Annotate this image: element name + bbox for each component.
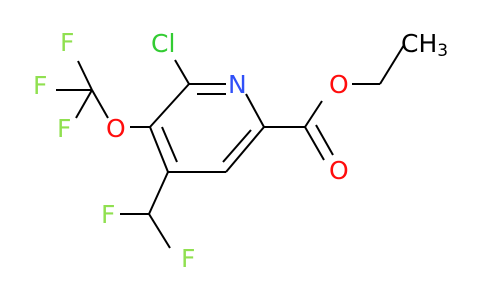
bond-cf3-f3	[75, 89, 93, 119]
methyl-label-main: CH	[401, 29, 437, 58]
bond-cf3-f1	[77, 60, 93, 91]
bond-c4-c3-inner	[161, 126, 178, 163]
fluorine-label-3: F	[57, 114, 71, 143]
fluorine-label-4: F	[101, 200, 115, 229]
oxygen-ester-label: O	[329, 70, 349, 99]
chlorine-label: Cl	[151, 29, 175, 58]
bond-c2-cl	[174, 59, 190, 85]
bond-carbonyl-o-double	[304, 126, 325, 161]
bond-c6-c5	[225, 126, 265, 173]
fluorine-label-2: F	[33, 71, 47, 100]
bond-c4-chf2	[148, 171, 169, 215]
bond-ch2-ch3	[379, 44, 405, 85]
bond-carbonyl-o-double-inner	[315, 124, 334, 156]
bond-chf2-f5	[148, 213, 171, 249]
bond-n-c6	[245, 93, 265, 128]
bond-o-cf3	[91, 89, 109, 119]
atom-labels: Cl N O O O F F F F F CH3	[33, 28, 448, 273]
bond-c4-c3	[149, 126, 169, 173]
oxygen-carbonyl-label: O	[329, 156, 349, 185]
fluorine-label-1: F	[60, 28, 74, 57]
bonds	[56, 44, 405, 249]
fluorine-label-5: F	[181, 244, 195, 273]
bond-c3-c2	[149, 83, 190, 128]
bond-c6-c5-inner	[222, 129, 252, 163]
oxygen-ether-label: O	[106, 114, 126, 143]
methyl-label-subscript: 3	[437, 41, 448, 61]
methyl-label: CH3	[401, 29, 448, 61]
bond-carbonyl-o-ester	[304, 100, 323, 128]
nitrogen-label: N	[228, 70, 247, 99]
